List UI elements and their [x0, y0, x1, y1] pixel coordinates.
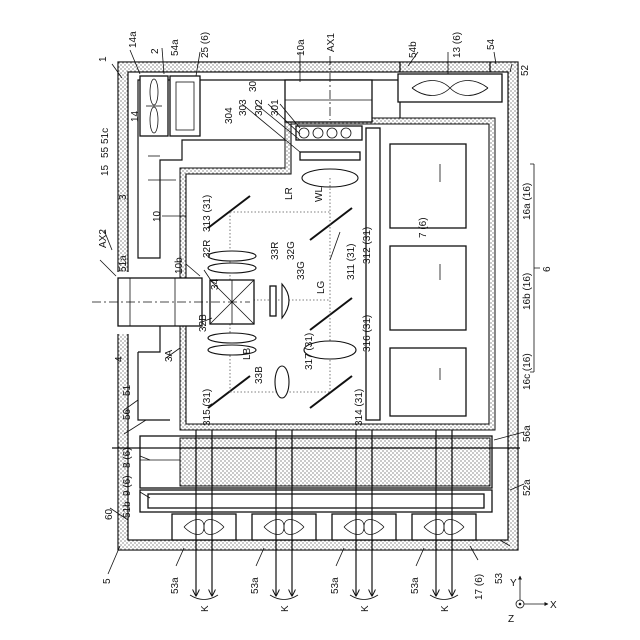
label-33r: 33R: [270, 242, 281, 260]
label-13: 13 (6): [452, 32, 463, 58]
label-1: 1: [98, 56, 109, 62]
label-54b: 54b: [408, 41, 419, 58]
label-y: Y: [510, 578, 517, 589]
label-53a-2: 53a: [250, 577, 261, 594]
label-52a: 52a: [522, 479, 533, 496]
label-53a-1: 53a: [170, 577, 181, 594]
label-3a: 3A: [164, 349, 175, 362]
label-17: 17 (6): [474, 574, 485, 600]
label-10: 10: [152, 210, 163, 222]
label-16b: 16b (16): [522, 273, 533, 310]
label-55: 55: [100, 146, 111, 158]
label-54: 54: [486, 38, 497, 50]
label-53: 53: [494, 572, 505, 584]
label-30: 30: [248, 80, 259, 92]
label-lb: LB: [242, 347, 253, 360]
bracket-6: [534, 164, 540, 372]
label-lr: LR: [284, 187, 295, 200]
label-56a: 56a: [522, 425, 533, 442]
label-304: 304: [224, 107, 235, 124]
label-x: X: [550, 600, 557, 611]
heat-sources-16: [390, 144, 466, 416]
label-6: 6: [542, 266, 553, 272]
label-60: 60: [104, 508, 115, 520]
label-51c: 51c: [100, 128, 111, 144]
label-14: 14: [130, 110, 141, 122]
label-lg: LG: [316, 280, 327, 294]
label-5: 5: [102, 578, 113, 584]
label-302: 302: [254, 99, 265, 116]
heat-sink-8: [112, 436, 520, 488]
label-7: 7 (6): [418, 217, 429, 238]
label-51b: 51b: [122, 501, 133, 518]
label-ax1: AX1: [326, 33, 337, 52]
label-51a: 51a: [118, 255, 129, 272]
label-301: 301: [270, 99, 281, 116]
label-k-2: K: [280, 605, 291, 612]
label-34: 34: [210, 278, 221, 290]
label-10a: 10a: [296, 39, 307, 56]
xyz-axes-indicator: [516, 576, 548, 608]
label-25: 25 (6): [200, 32, 211, 58]
label-4: 4: [114, 356, 125, 362]
label-312: 312 (31): [362, 227, 373, 264]
label-316: 316 (31): [362, 315, 373, 352]
label-8: 8 (6): [122, 447, 133, 468]
label-303: 303: [238, 99, 249, 116]
label-317: 317 (31): [304, 333, 315, 370]
label-10b: 10b: [174, 257, 185, 274]
label-33b: 33B: [254, 366, 265, 384]
label-15: 15: [100, 164, 111, 176]
label-53a-3: 53a: [330, 577, 341, 594]
label-51: 51: [122, 384, 133, 396]
label-32r: 32R: [202, 240, 213, 258]
label-52: 52: [520, 64, 531, 76]
fan-13: [398, 74, 502, 102]
board-7: [366, 128, 380, 420]
label-k-1: K: [200, 605, 211, 612]
label-16c: 16c (16): [522, 353, 533, 390]
label-ax2: AX2: [98, 229, 109, 248]
label-315: 315 (31): [202, 389, 213, 426]
label-wl: WL: [314, 187, 325, 202]
label-3: 3: [118, 194, 129, 200]
label-314: 314 (31): [354, 389, 365, 426]
label-53a-4: 53a: [410, 577, 421, 594]
label-54a: 54a: [170, 39, 181, 56]
label-32b: 32B: [198, 314, 209, 332]
label-k-3: K: [360, 605, 371, 612]
label-2: 2: [150, 48, 161, 54]
label-k-4: K: [440, 605, 451, 612]
label-33g: 33G: [296, 261, 307, 280]
label-311: 311 (31): [346, 243, 357, 280]
label-32g: 32G: [286, 241, 297, 260]
label-9: 9 (6): [122, 475, 133, 496]
power-supply-25: [170, 76, 200, 136]
label-16a: 16a (16): [522, 183, 533, 220]
fan-2: [140, 76, 168, 136]
label-56: 56: [122, 408, 133, 420]
label-14a: 14a: [128, 31, 139, 48]
label-z: Z: [508, 614, 514, 625]
radiator-9: [140, 490, 492, 512]
label-313: 313 (31): [202, 195, 213, 232]
